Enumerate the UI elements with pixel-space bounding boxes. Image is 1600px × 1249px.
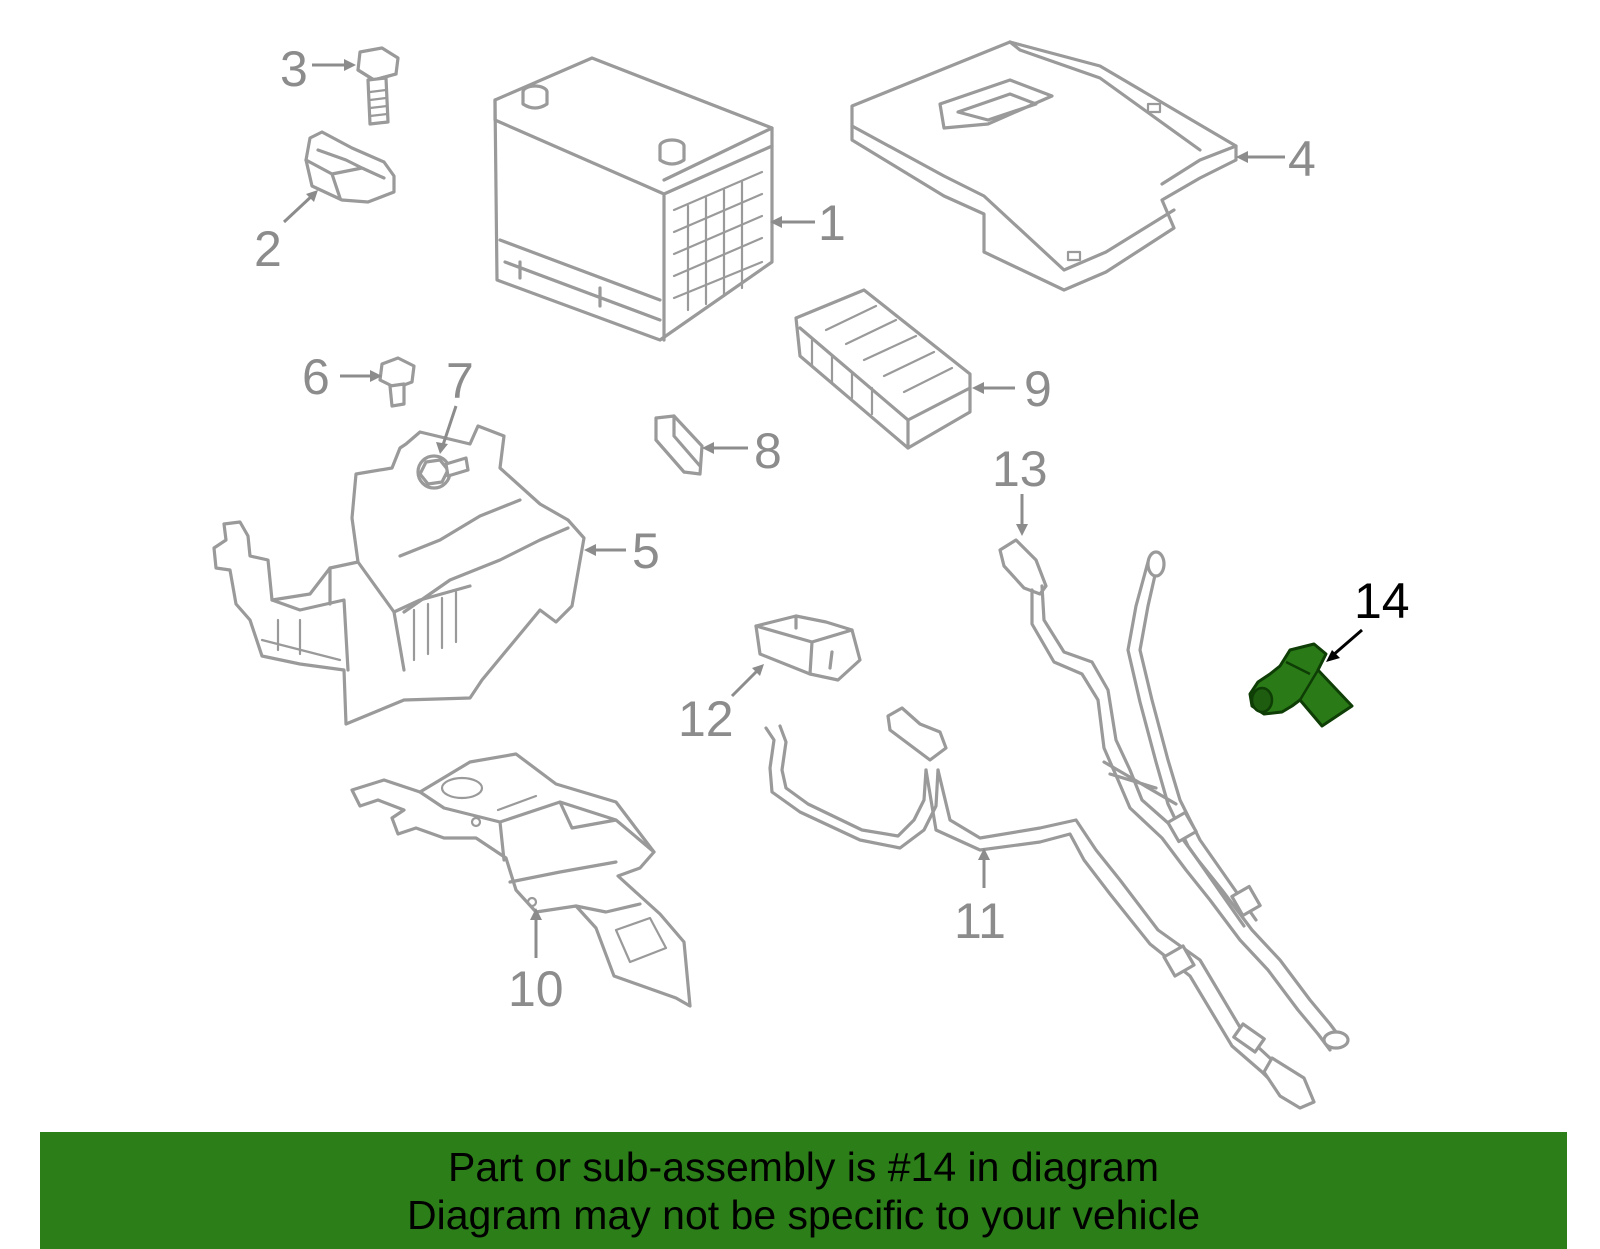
callout-4: 4	[1288, 131, 1316, 187]
callout-11: 11	[954, 893, 1006, 949]
callout-3: 3	[280, 41, 308, 97]
part-13-ground-cable[interactable]	[998, 538, 1350, 1052]
info-banner: Part or sub-assembly is #14 in diagram D…	[40, 1132, 1567, 1249]
part-12-cover[interactable]	[754, 614, 862, 682]
leader-14	[1331, 628, 1363, 658]
part-14-sensor[interactable]	[1248, 642, 1354, 728]
banner-line-1: Part or sub-assembly is #14 in diagram	[448, 1143, 1159, 1190]
leader-2	[282, 192, 316, 224]
callout-14: 14	[1354, 573, 1410, 629]
part-7-bolt[interactable]	[416, 454, 470, 490]
callout-13: 13	[992, 441, 1048, 497]
callout-10: 10	[508, 961, 564, 1017]
part-1-battery[interactable]	[493, 56, 774, 342]
callout-2: 2	[254, 221, 282, 277]
banner-line-2: Diagram may not be specific to your vehi…	[406, 1191, 1200, 1238]
callout-9: 9	[1024, 361, 1052, 417]
part-2-clamp[interactable]	[304, 130, 396, 204]
callout-12: 12	[678, 691, 734, 747]
leader-lines	[282, 59, 1363, 958]
callout-7: 7	[446, 353, 474, 409]
part-9-tray[interactable]	[794, 288, 972, 450]
part-8-clip[interactable]	[654, 414, 704, 476]
callout-8: 8	[754, 423, 782, 479]
callout-1: 1	[818, 195, 846, 251]
callout-numbers: 3 2 1 4 6 7 9 8 5 13 12 10 11 14	[254, 41, 1410, 1017]
part-4-cover[interactable]	[850, 40, 1238, 292]
callout-6: 6	[302, 349, 330, 405]
callout-5: 5	[632, 523, 660, 579]
leader-7	[440, 405, 458, 449]
leader-12	[730, 666, 762, 698]
part-5-battery-tray[interactable]	[212, 424, 586, 726]
part-11-cable[interactable]	[764, 706, 1316, 1110]
part-3-bolt[interactable]	[356, 46, 400, 126]
part-10-bracket[interactable]	[350, 752, 692, 1008]
part-6-bolt[interactable]	[378, 356, 416, 408]
